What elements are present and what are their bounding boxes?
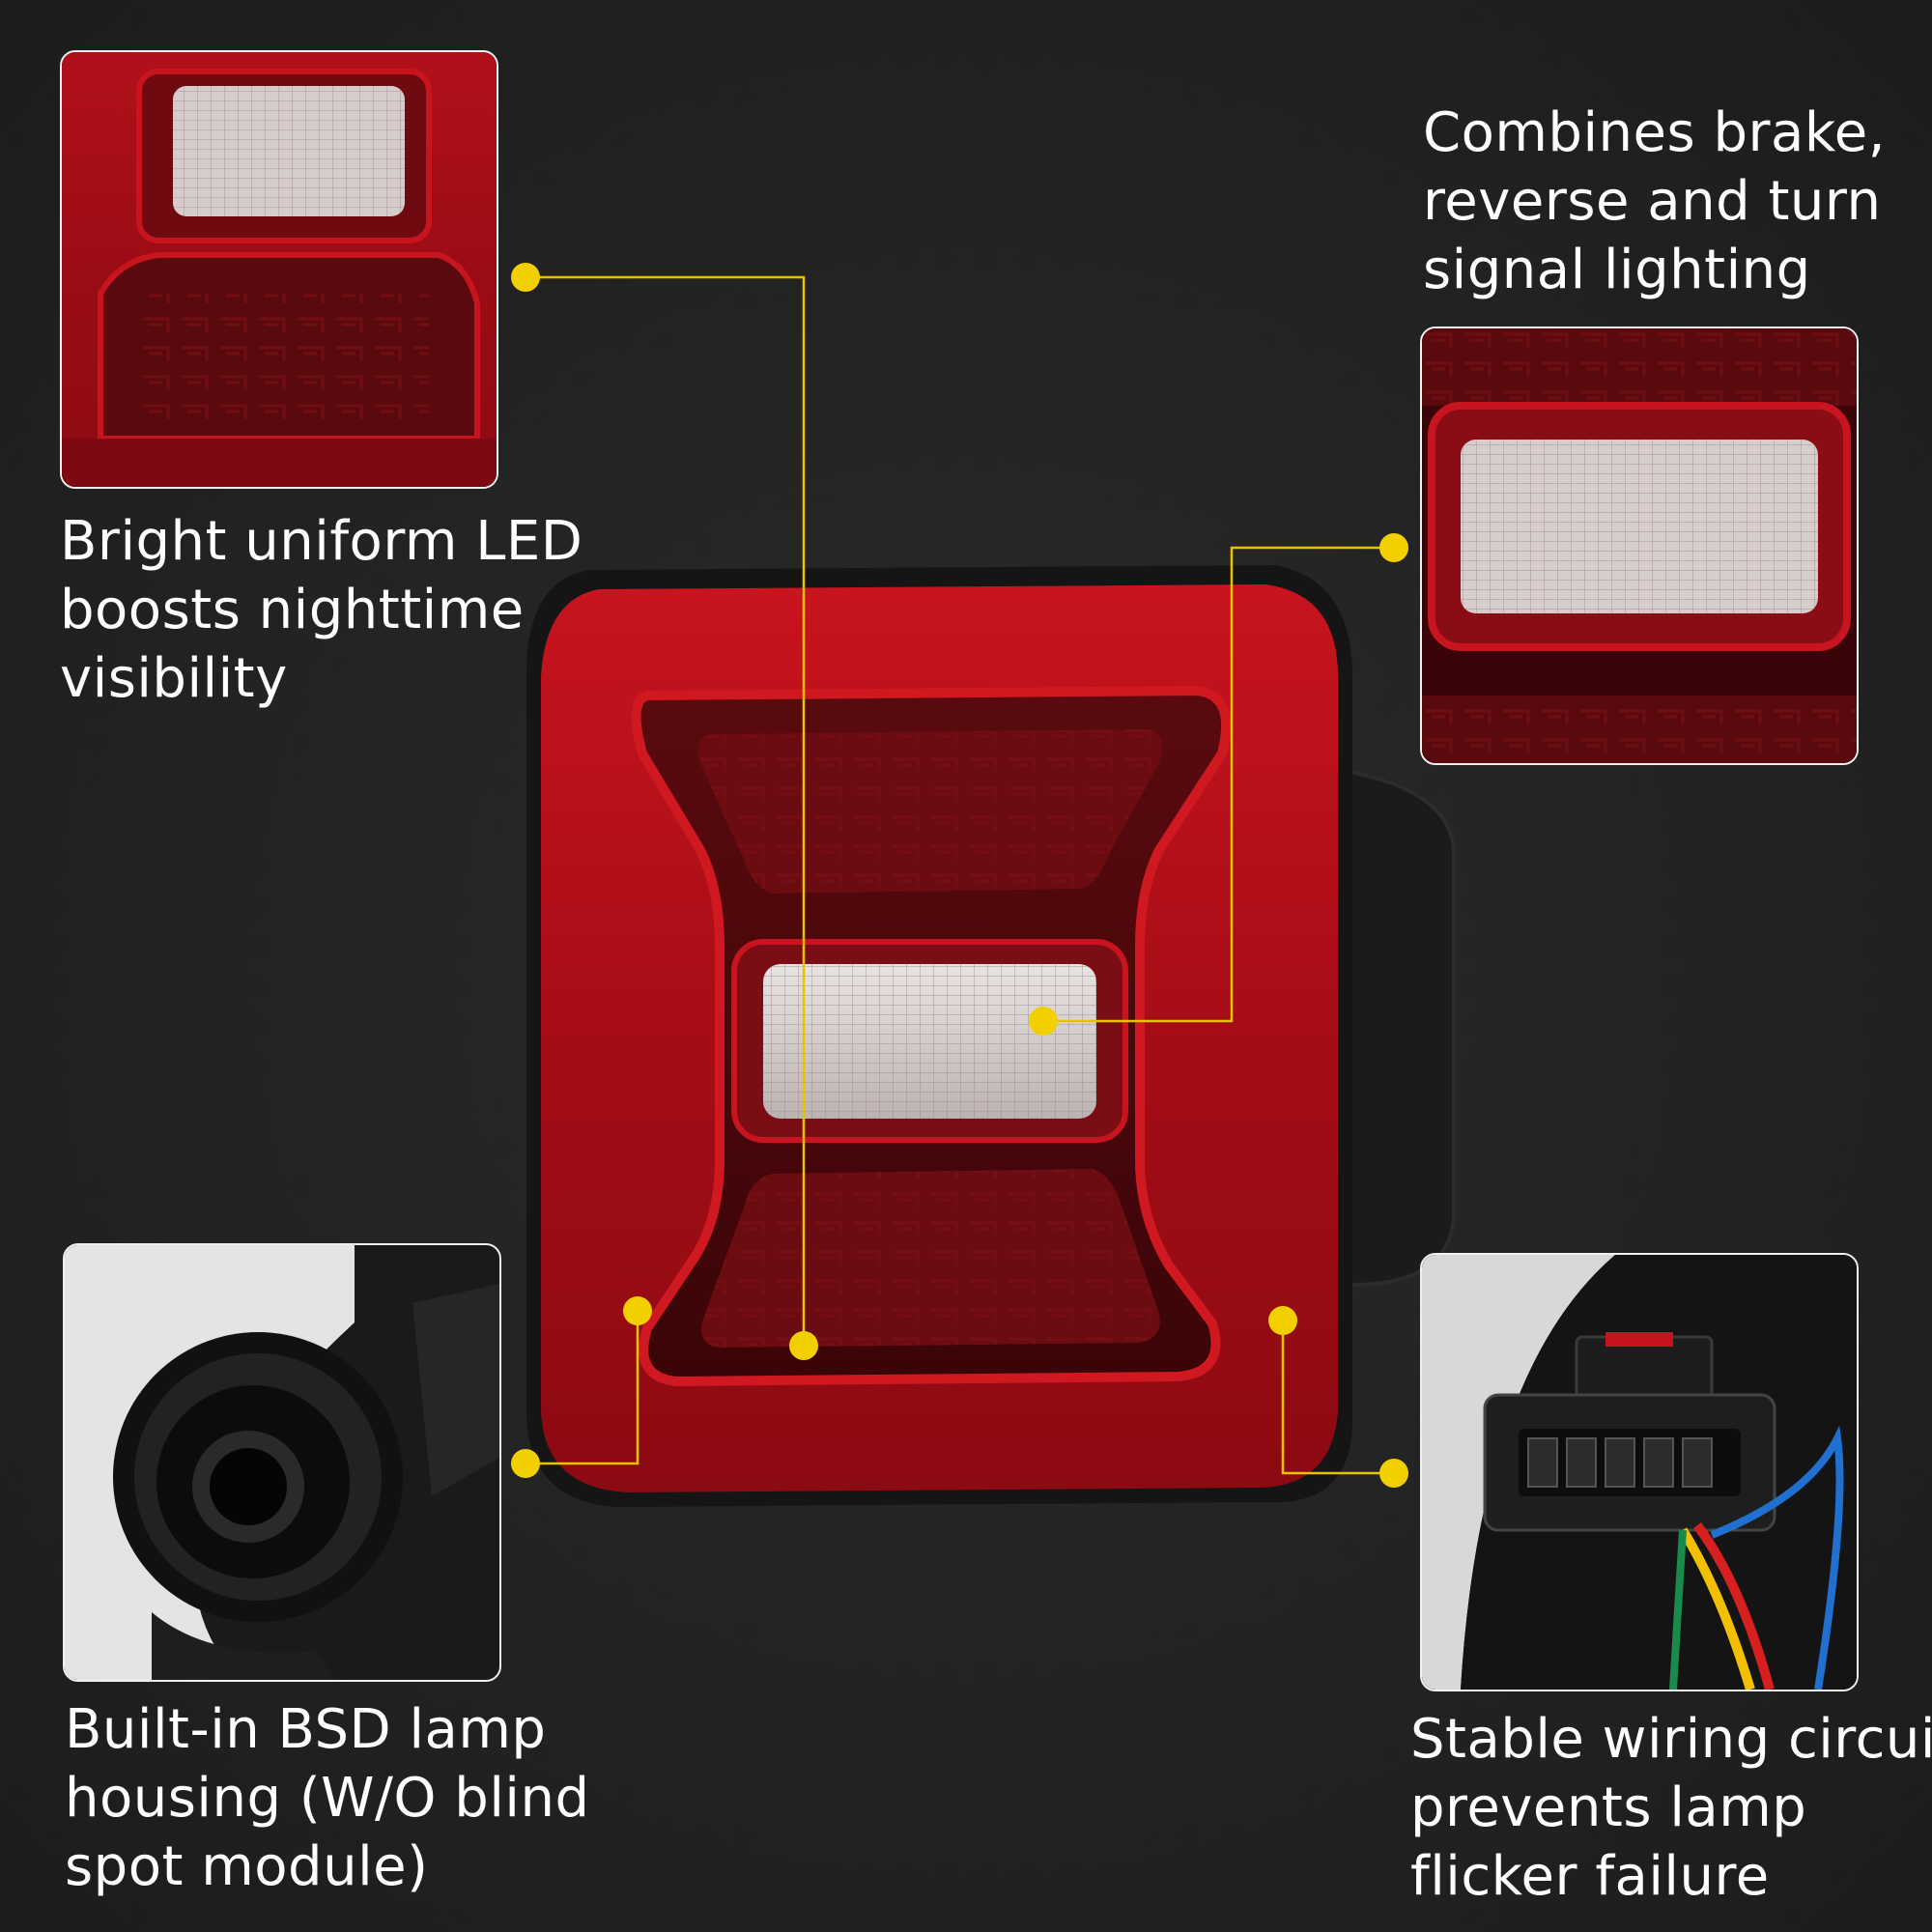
caption-bsd-housing: Built-in BSD lamp housing (W/O blind spo… xyxy=(65,1695,590,1901)
caption-line: Combines brake, xyxy=(1423,101,1887,164)
caption-line: Built-in BSD lamp xyxy=(65,1698,547,1761)
caption-line: spot module) xyxy=(65,1835,429,1898)
caption-line: Bright uniform LED xyxy=(60,510,583,573)
caption-line: signal lighting xyxy=(1423,239,1811,301)
inset-bsd-housing xyxy=(63,1243,501,1682)
caption-line: prevents lamp xyxy=(1410,1776,1807,1839)
inset-reverse-lens xyxy=(1420,327,1859,765)
caption-combined-lighting: Combines brake, reverse and turn signal … xyxy=(1423,99,1886,304)
inset-wiring-connector xyxy=(1420,1253,1859,1691)
caption-led-visibility: Bright uniform LED boosts nighttime visi… xyxy=(60,507,582,713)
caption-line: visibility xyxy=(60,647,288,710)
caption-line: housing (W/O blind xyxy=(65,1767,590,1830)
inset-led-detail xyxy=(60,50,498,489)
caption-line: Stable wiring circuit xyxy=(1410,1708,1932,1771)
callout-dots xyxy=(511,263,1408,1488)
callout-lines xyxy=(526,275,1394,1475)
caption-wiring-circuit: Stable wiring circuit prevents lamp flic… xyxy=(1410,1705,1932,1911)
caption-line: reverse and turn xyxy=(1423,170,1882,233)
caption-line: boosts nighttime xyxy=(60,579,525,641)
caption-line: flicker failure xyxy=(1410,1845,1770,1908)
